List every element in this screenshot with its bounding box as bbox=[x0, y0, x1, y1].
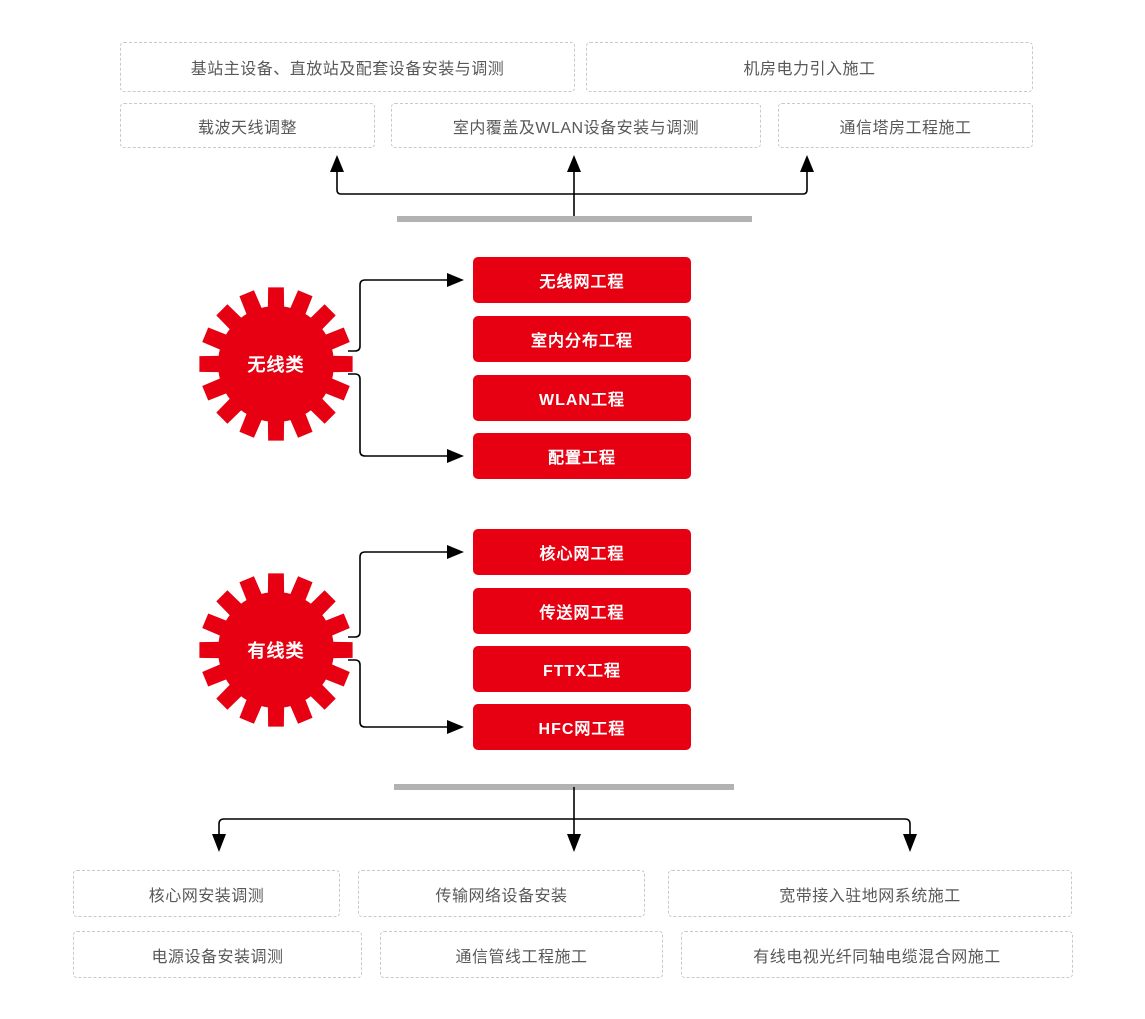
top-service-label: 机房电力引入施工 bbox=[743, 61, 876, 78]
bottom-service-box-1[interactable]: 核心网安装调测 bbox=[73, 870, 340, 917]
bottom-service-box-5[interactable]: 通信管线工程施工 bbox=[380, 931, 663, 978]
top-service-label: 室内覆盖及WLAN设备安装与调测 bbox=[452, 119, 700, 137]
wireless-item-label: 室内分布工程 bbox=[530, 333, 633, 350]
gear-wired[interactable]: 有线类 bbox=[196, 570, 356, 730]
wired-item-1[interactable]: 核心网工程 bbox=[473, 529, 691, 575]
top-service-box-2[interactable]: 机房电力引入施工 bbox=[586, 42, 1033, 92]
wireless-item-2[interactable]: 室内分布工程 bbox=[473, 316, 691, 362]
wireless-arrow-upper bbox=[447, 273, 464, 287]
wireless-branch-upper bbox=[348, 279, 452, 352]
bottom-service-label: 宽带接入驻地网系统施工 bbox=[779, 887, 961, 905]
wireless-item-label: 无线网工程 bbox=[539, 274, 625, 291]
wireless-arrow-lower bbox=[447, 449, 464, 463]
wired-item-label: HFC网工程 bbox=[538, 721, 626, 738]
wireless-item-label: 配置工程 bbox=[547, 450, 616, 467]
bottom-rail-left bbox=[218, 818, 574, 838]
wired-item-label: 核心网工程 bbox=[539, 546, 625, 563]
wired-item-3[interactable]: FTTX工程 bbox=[473, 646, 691, 692]
gear-wireless[interactable]: 无线类 bbox=[196, 284, 356, 444]
top-rail bbox=[336, 167, 345, 195]
wired-item-2[interactable]: 传送网工程 bbox=[473, 588, 691, 634]
bottom-service-label: 电源设备安装调测 bbox=[151, 948, 284, 966]
top-service-box-5[interactable]: 通信塔房工程施工 bbox=[778, 103, 1033, 148]
top-service-label: 通信塔房工程施工 bbox=[839, 119, 972, 137]
wireless-item-label: WLAN工程 bbox=[539, 392, 625, 409]
top-service-box-3[interactable]: 载波天线调整 bbox=[120, 103, 375, 148]
wired-arrow-upper bbox=[447, 545, 464, 559]
top-service-label: 载波天线调整 bbox=[197, 119, 297, 137]
bottom-service-box-6[interactable]: 有线电视光纤同轴电缆混合网施工 bbox=[681, 931, 1073, 978]
bottom-rail-right bbox=[574, 818, 911, 838]
wired-item-4[interactable]: HFC网工程 bbox=[473, 704, 691, 750]
top-service-box-1[interactable]: 基站主设备、直放站及配套设备安装与调测 bbox=[120, 42, 575, 92]
bottom-service-label: 核心网安装调测 bbox=[148, 887, 265, 905]
bottom-arrow-left bbox=[212, 834, 226, 852]
bottom-arrow-middle bbox=[567, 834, 581, 852]
wireless-item-3[interactable]: WLAN工程 bbox=[473, 375, 691, 421]
gear-icon bbox=[199, 573, 353, 727]
wireless-branch-lower bbox=[348, 373, 452, 457]
wired-branch-lower bbox=[348, 659, 452, 728]
bottom-service-label: 有线电视光纤同轴电缆混合网施工 bbox=[753, 948, 1001, 966]
bottom-service-box-3[interactable]: 宽带接入驻地网系统施工 bbox=[668, 870, 1072, 917]
gear-icon bbox=[199, 287, 353, 441]
wired-branch-upper bbox=[348, 551, 452, 638]
wireless-item-1[interactable]: 无线网工程 bbox=[473, 257, 691, 303]
wired-item-label: FTTX工程 bbox=[543, 663, 621, 680]
top-service-box-4[interactable]: 室内覆盖及WLAN设备安装与调测 bbox=[391, 103, 761, 148]
bottom-service-box-2[interactable]: 传输网络设备安装 bbox=[358, 870, 645, 917]
bottom-arrow-right bbox=[903, 834, 917, 852]
top-trunk-bar bbox=[397, 216, 752, 222]
top-arrow-left bbox=[330, 155, 344, 172]
bottom-trunk-bar bbox=[394, 784, 734, 790]
wired-item-label: 传送网工程 bbox=[539, 605, 625, 622]
bottom-service-label: 传输网络设备安装 bbox=[435, 887, 568, 905]
top-rail-right bbox=[345, 167, 808, 195]
top-arrow-middle bbox=[567, 155, 581, 172]
wireless-item-4[interactable]: 配置工程 bbox=[473, 433, 691, 479]
top-arrow-right bbox=[800, 155, 814, 172]
bottom-service-box-4[interactable]: 电源设备安装调测 bbox=[73, 931, 362, 978]
bottom-service-label: 通信管线工程施工 bbox=[455, 948, 588, 966]
top-service-label: 基站主设备、直放站及配套设备安装与调测 bbox=[190, 61, 505, 78]
wired-arrow-lower bbox=[447, 720, 464, 734]
